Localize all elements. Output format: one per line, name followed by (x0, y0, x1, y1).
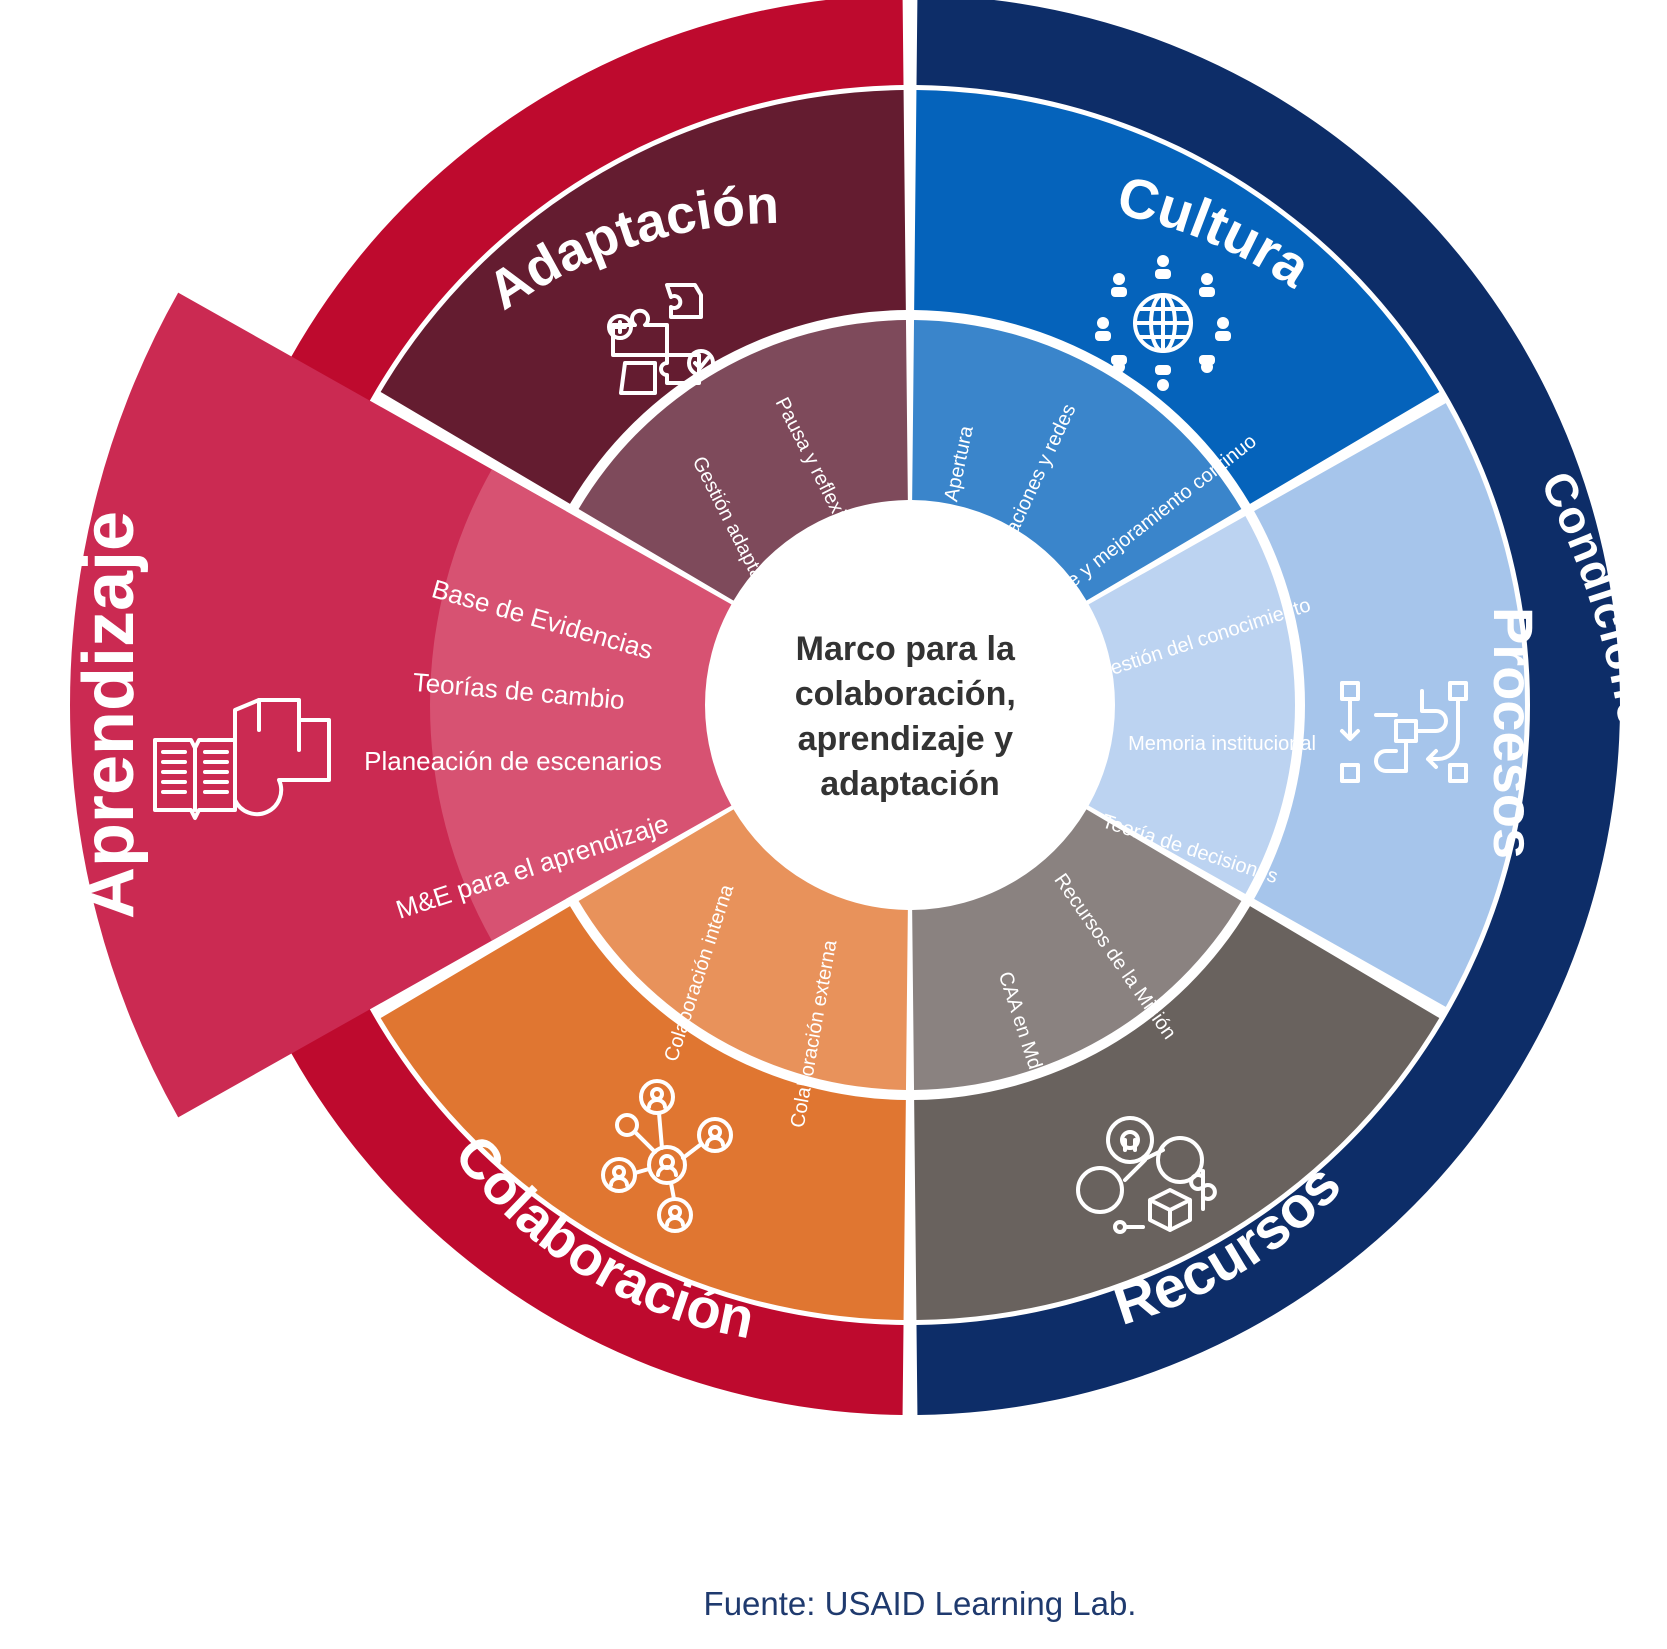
adaptacion-inner-segment (578, 320, 908, 601)
aprendizaje-outer-segment (69, 292, 566, 1118)
aprendizaje-item-3-text: Planeación de escenarios (364, 746, 662, 776)
hand-book-icon (153, 698, 331, 820)
recursos-outer-segment (914, 906, 1440, 1320)
center-title-line-1: Marco para la (796, 630, 1016, 668)
aprendizaje-title: Aprendizaje (69, 511, 149, 919)
process-flow-icon (1340, 681, 1468, 783)
procesos-title-text: Procesos (1482, 607, 1545, 859)
center-title-line-2: colaboración, (795, 675, 1016, 713)
center-title-line-4: adaptación (820, 765, 999, 803)
recursos-inner-segment (912, 809, 1242, 1090)
adaptacion-outer-segment (380, 90, 906, 504)
cultura-inner-segment (912, 320, 1242, 601)
aprendizaje-title-text: Aprendizaje (69, 511, 149, 919)
source-note: Fuente: USAID Learning Lab. (703, 1585, 1137, 1622)
procesos-item-2: Memoria institucional (1128, 733, 1316, 755)
center-circle (710, 505, 1110, 905)
globe-people-icon (1095, 255, 1231, 391)
adaptation-puzzle-icon (607, 283, 715, 395)
colaboracion-outer-segment (380, 906, 906, 1320)
inner-segments (430, 320, 1295, 1090)
outer-ring-right (916, 0, 1620, 1415)
procesos-inner-segment (1088, 516, 1295, 894)
outer-ring-left (200, 0, 904, 1415)
resources-icon (1076, 1116, 1217, 1234)
aprendizaje-inner-segment (430, 469, 732, 941)
center-title-line-3: aprendizaje y (798, 720, 1014, 758)
procesos-title: Procesos (1482, 607, 1545, 859)
colaboracion-inner-segment (578, 809, 908, 1090)
procesos-item-2-text: Memoria institucional (1128, 733, 1316, 755)
aprendizaje-item-3: Planeación de escenarios (364, 746, 662, 776)
center-title: Marco para la colaboración, aprendizaje … (795, 630, 1026, 803)
procesos-outer-segment (1254, 403, 1525, 1007)
network-people-icon (601, 1079, 733, 1233)
